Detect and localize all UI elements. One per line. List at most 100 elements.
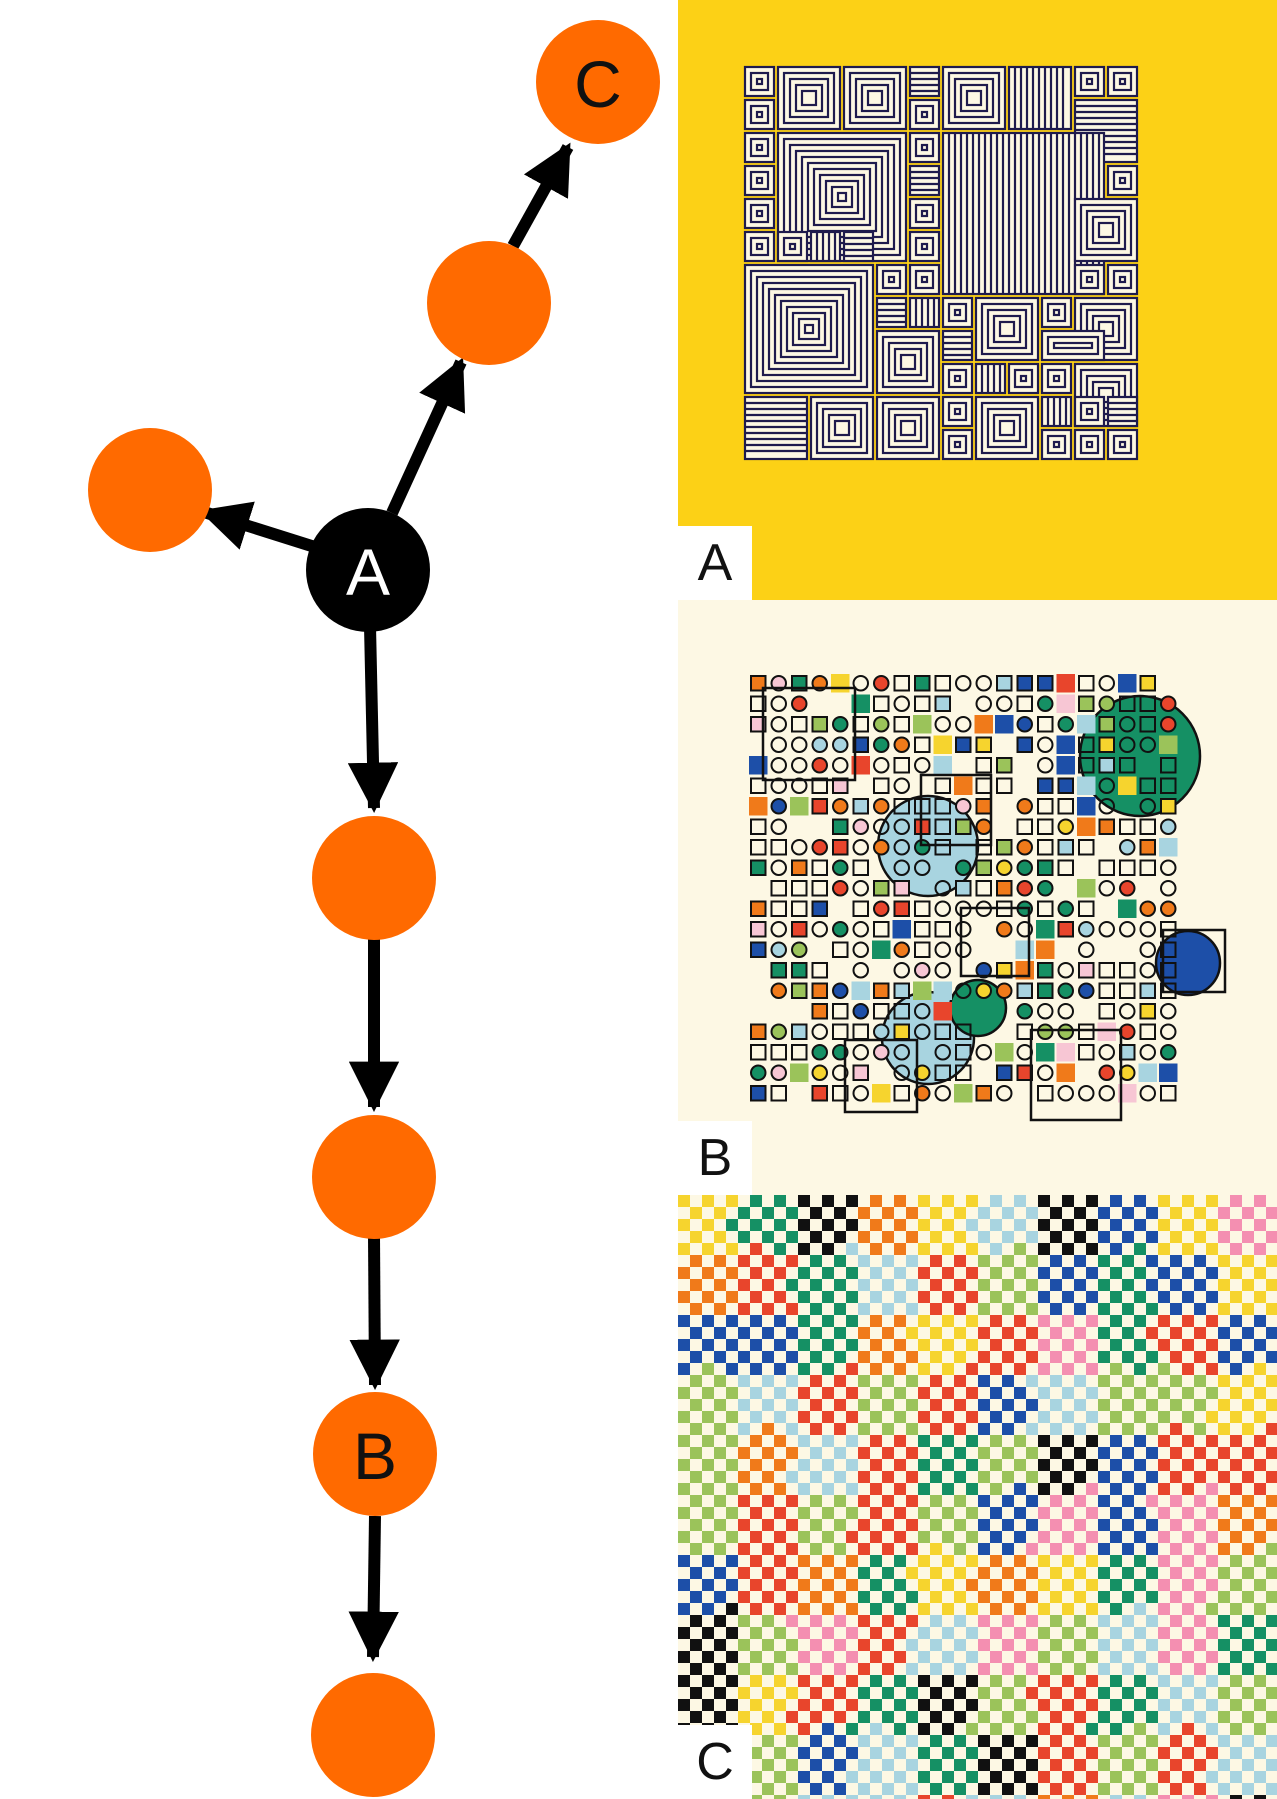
checker-cell [954,1591,966,1603]
checker-cell [1098,1687,1110,1699]
checker-cell [1242,1639,1254,1651]
checker-cell [846,1699,858,1711]
color-square [790,797,809,816]
checker-cell [750,1315,762,1327]
checker-cell [894,1747,906,1759]
small-square [996,1064,1013,1081]
checker-cell [1146,1615,1158,1627]
square-block [809,395,875,461]
inner-square [887,275,896,284]
checker-cell [1110,1699,1122,1711]
inner-square [833,419,851,437]
small-circle [955,921,972,938]
small-circle [791,757,808,774]
inner-square [1091,314,1121,344]
color-square [790,1063,809,1082]
checker-cell [1194,1471,1206,1483]
checker-cell [1002,1591,1014,1603]
checker-cell [1182,1219,1194,1231]
checker-cell [1026,1663,1038,1675]
checker-cell [1014,1627,1026,1639]
checker-cell [1098,1423,1110,1435]
checker-cell [1086,1651,1098,1663]
checker-cell [1266,1567,1277,1579]
checker-cell [1086,1531,1098,1543]
checker-cell [954,1495,966,1507]
small-square [852,736,869,753]
checker-cell [1158,1219,1170,1231]
checker-cell [1002,1543,1014,1555]
checker-cell [750,1507,762,1519]
checker-cell [906,1639,918,1651]
checker-cell [762,1735,774,1747]
checker-cell [702,1651,714,1663]
inner-square [755,77,764,86]
checker-cell [894,1699,906,1711]
checker-cell [1098,1303,1110,1315]
checker-cell [1218,1615,1230,1627]
checker-cell [978,1375,990,1387]
inner-square [1091,380,1121,410]
small-circle [893,1064,910,1081]
checker-cell [702,1243,714,1255]
inner-square [749,236,770,257]
node-b-label: B [353,1419,397,1493]
checker-cell [1170,1783,1182,1795]
checker-cell [1134,1747,1146,1759]
checker-cell [714,1399,726,1411]
checker-cell [1074,1663,1086,1675]
checker-cell [1242,1255,1254,1267]
checker-cell [810,1471,822,1483]
checker-cell [1002,1687,1014,1699]
small-circle [1139,941,1156,958]
checker-cell [810,1303,822,1315]
checker-cell [1062,1339,1074,1351]
checker-cell [918,1459,930,1471]
checker-cell [1038,1435,1050,1447]
checker-cell [774,1531,786,1543]
checker-cell [978,1207,990,1219]
checker-cell [786,1303,798,1315]
small-circle [832,716,849,733]
checker-cell [870,1219,882,1231]
checker-cell [1194,1303,1206,1315]
checker-cell [702,1363,714,1375]
checker-cell [894,1723,906,1735]
checker-cell [1206,1699,1218,1711]
checker-cell [1182,1675,1194,1687]
color-square [1036,1043,1055,1062]
square-block [941,65,1007,131]
checker-cell [1194,1351,1206,1363]
checker-cell [702,1483,714,1495]
checker-cell [678,1339,690,1351]
small-square [873,921,890,938]
checker-cell [846,1603,858,1615]
checker-cell [1074,1471,1086,1483]
inner-square [749,137,770,158]
checker-cell [1110,1219,1122,1231]
small-circle [1016,839,1033,856]
small-square [914,695,931,712]
checker-cell [942,1507,954,1519]
color-square [1056,1043,1075,1062]
checker-cell [1098,1495,1110,1507]
small-square [750,1085,767,1102]
checker-cell [1206,1747,1218,1759]
small-square [1098,962,1115,979]
inner-square [782,71,836,125]
small-square [1098,982,1115,999]
checker-cell [834,1375,846,1387]
checker-cell [690,1375,702,1387]
small-square [873,982,890,999]
checker-cell [702,1603,714,1615]
checker-cell [1158,1315,1170,1327]
large-circle [1078,694,1202,818]
checker-cell [798,1603,810,1615]
checker-cell [942,1747,954,1759]
inner-square [788,242,797,251]
checker-cell [1110,1195,1122,1207]
checker-cell [1266,1663,1277,1675]
checker-cell [966,1579,978,1591]
checker-cell [834,1303,846,1315]
checker-cell [846,1195,858,1207]
